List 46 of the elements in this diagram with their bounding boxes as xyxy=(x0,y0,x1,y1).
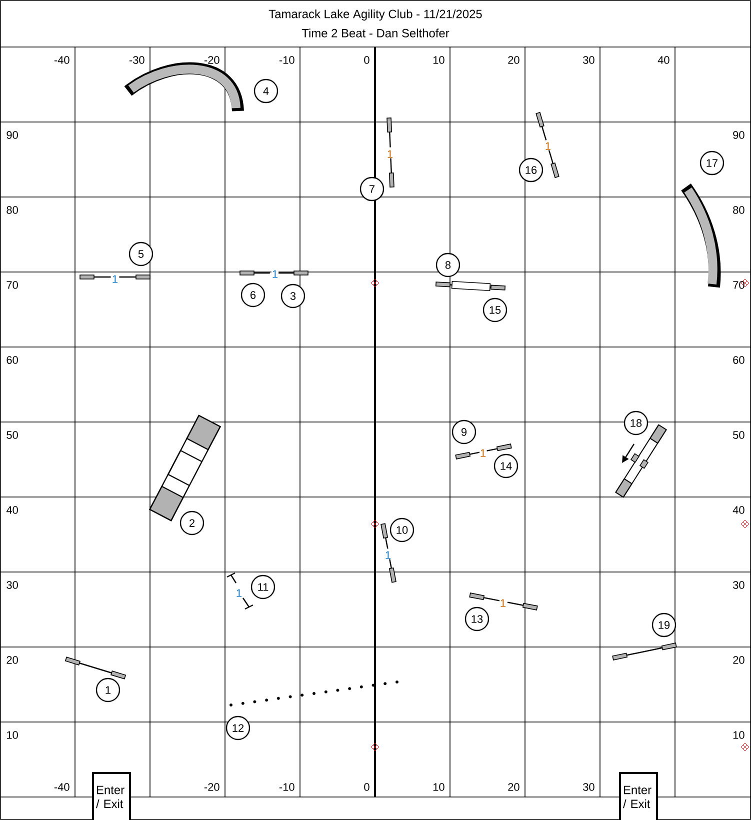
axis-label: -20 xyxy=(204,56,220,64)
axis-label: 20 xyxy=(508,783,520,791)
axis-label: 90 xyxy=(733,131,744,139)
bar-height-label: 1 xyxy=(544,142,552,150)
axis-label: 20 xyxy=(508,56,520,64)
axis-label: 50 xyxy=(6,431,18,439)
bar-height-label: 1 xyxy=(271,270,279,278)
axis-label: 60 xyxy=(733,356,744,364)
bar-height-label: 1 xyxy=(384,550,392,560)
axis-label: 0 xyxy=(364,56,370,64)
axis-label: 30 xyxy=(6,581,18,589)
axis-label: 90 xyxy=(6,131,18,139)
axis-label: 40 xyxy=(658,56,670,64)
bar-height-label: 1 xyxy=(479,448,487,458)
axis-label: -20 xyxy=(204,783,220,791)
axis-label: 20 xyxy=(733,656,744,664)
axis-label: 10 xyxy=(433,783,444,791)
axis-label: 50 xyxy=(733,431,744,439)
entrance-box: Enter / Exit xyxy=(92,772,131,820)
axis-label: 0 xyxy=(364,783,370,791)
entrance-box: Enter / Exit xyxy=(619,772,658,820)
axis-label: 10 xyxy=(733,731,744,739)
axis-label: -10 xyxy=(279,56,294,64)
bar-height-label: 1 xyxy=(386,150,394,158)
subtitle: Time 2 Beat - Dan Selthofer xyxy=(302,28,450,38)
axis-label: 80 xyxy=(6,206,18,214)
axis-label: 70 xyxy=(733,281,744,289)
axis-label: 70 xyxy=(6,281,18,289)
axis-label: 20 xyxy=(6,656,18,664)
axis-label: -40 xyxy=(54,783,70,791)
axis-label: 80 xyxy=(733,206,744,214)
axis-label: 40 xyxy=(732,506,744,514)
axis-label: 60 xyxy=(6,356,18,364)
axis-label: 30 xyxy=(583,783,594,791)
bar-height-label: 1 xyxy=(111,274,119,284)
axis-label: 30 xyxy=(733,581,744,589)
title: Tamarack Lake Agility Club - 11/21/2025 xyxy=(268,9,482,21)
axis-label: 10 xyxy=(433,56,444,64)
bar-height-label: 1 xyxy=(235,588,243,598)
axis-label: -40 xyxy=(54,56,70,64)
axis-label: 30 xyxy=(583,56,594,64)
axis-label: -10 xyxy=(279,783,294,791)
axis-label: 40 xyxy=(6,506,18,514)
axis-label: -30 xyxy=(129,56,144,64)
axis-label: 10 xyxy=(7,731,18,739)
bar-height-label: 1 xyxy=(499,598,507,608)
